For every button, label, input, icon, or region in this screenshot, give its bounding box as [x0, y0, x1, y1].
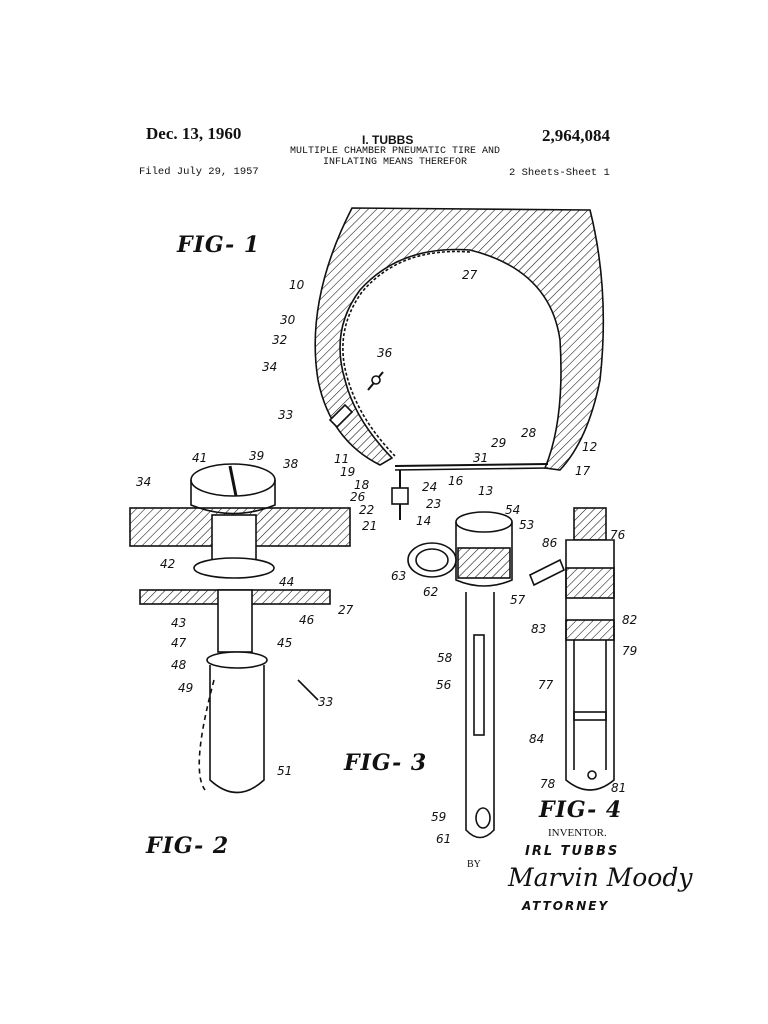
sheet-count: 2 Sheets-Sheet 1 — [509, 167, 610, 179]
ref-53: 53 — [519, 518, 534, 532]
ref-19: 19 — [340, 465, 355, 479]
ref-33b: 33 — [318, 695, 333, 709]
ref-83: 83 — [531, 622, 546, 636]
ref-27b: 27 — [338, 603, 354, 617]
ref-28: 28 — [521, 426, 537, 440]
ref-43: 43 — [171, 616, 186, 630]
ref-32: 32 — [272, 333, 287, 347]
ref-41: 41 — [192, 451, 207, 465]
ref-44: 44 — [279, 575, 294, 589]
ref-23: 23 — [426, 497, 441, 511]
fig4-label: FIG- 4 — [539, 797, 623, 823]
reference-numerals: 10 27 30 32 36 34 33 28 29 12 31 17 11 1… — [136, 268, 637, 846]
ref-79: 79 — [622, 644, 637, 658]
fig1-tire-section — [314, 207, 605, 520]
ref-26: 26 — [350, 490, 366, 504]
ref-31: 31 — [473, 451, 488, 465]
ref-82: 82 — [622, 613, 637, 627]
ref-30: 30 — [280, 313, 296, 327]
fig3-gauge-probe — [407, 511, 513, 839]
ref-24: 24 — [422, 480, 437, 494]
ref-49: 49 — [178, 681, 193, 695]
inventor-name: IRL TUBBS — [525, 844, 620, 859]
ref-59: 59 — [431, 810, 446, 824]
inventor-header: I. TUBBS — [362, 133, 414, 147]
ref-51: 51 — [277, 764, 292, 778]
ref-10: 10 — [289, 278, 305, 292]
ref-21: 21 — [362, 519, 377, 533]
ref-78: 78 — [540, 777, 556, 791]
fig3-label: FIG- 3 — [344, 750, 428, 776]
patent-date: Dec. 13, 1960 — [146, 124, 242, 143]
ref-86: 86 — [542, 536, 558, 550]
ref-12: 12 — [582, 440, 597, 454]
filed-date: Filed July 29, 1957 — [139, 166, 259, 178]
ref-36: 36 — [377, 346, 393, 360]
ref-39: 39 — [249, 449, 264, 463]
ref-34a: 34 — [262, 360, 277, 374]
ref-29: 29 — [491, 436, 506, 450]
ref-33a: 33 — [278, 408, 293, 422]
patent-number: 2,964,084 — [542, 126, 610, 145]
fig1-label: FIG- 1 — [177, 232, 261, 258]
ref-27a: 27 — [462, 268, 478, 282]
ref-58: 58 — [437, 651, 453, 665]
ref-13: 13 — [478, 484, 493, 498]
inventor-label: INVENTOR. — [548, 827, 607, 839]
ref-84: 84 — [529, 732, 544, 746]
title-line-1: MULTIPLE CHAMBER PNEUMATIC TIRE AND — [289, 146, 501, 157]
ref-54: 54 — [505, 503, 520, 517]
ref-48: 48 — [171, 658, 187, 672]
ref-57: 57 — [510, 593, 526, 607]
fig2-valve-assembly — [129, 463, 351, 794]
ref-42: 42 — [160, 557, 175, 571]
ref-81: 81 — [611, 781, 626, 795]
ref-34b: 34 — [136, 475, 151, 489]
ref-62: 62 — [423, 585, 438, 599]
ref-76: 76 — [610, 528, 626, 542]
attorney-label: ATTORNEY — [522, 899, 610, 913]
ref-16: 16 — [448, 474, 464, 488]
ref-77: 77 — [538, 678, 554, 692]
ref-63: 63 — [391, 569, 406, 583]
ref-56: 56 — [436, 678, 452, 692]
ref-45: 45 — [277, 636, 292, 650]
ref-11: 11 — [334, 452, 349, 466]
title-line-2: INFLATING MEANS THEREFOR — [322, 157, 468, 168]
fig2-label: FIG- 2 — [146, 833, 230, 859]
patent-title: MULTIPLE CHAMBER PNEUMATIC TIRE AND INFL… — [240, 146, 550, 168]
ref-38: 38 — [283, 457, 299, 471]
fig4-cartridge — [528, 507, 615, 791]
ref-18: 18 — [354, 478, 370, 492]
by-label: BY — [467, 859, 481, 870]
ref-61a: 61 — [436, 832, 451, 846]
ref-22: 22 — [359, 503, 374, 517]
ref-46: 46 — [299, 613, 315, 627]
ref-47: 47 — [171, 636, 187, 650]
ref-14: 14 — [416, 514, 431, 528]
ref-17: 17 — [575, 464, 591, 478]
attorney-signature: Marvin Moody — [508, 863, 693, 892]
